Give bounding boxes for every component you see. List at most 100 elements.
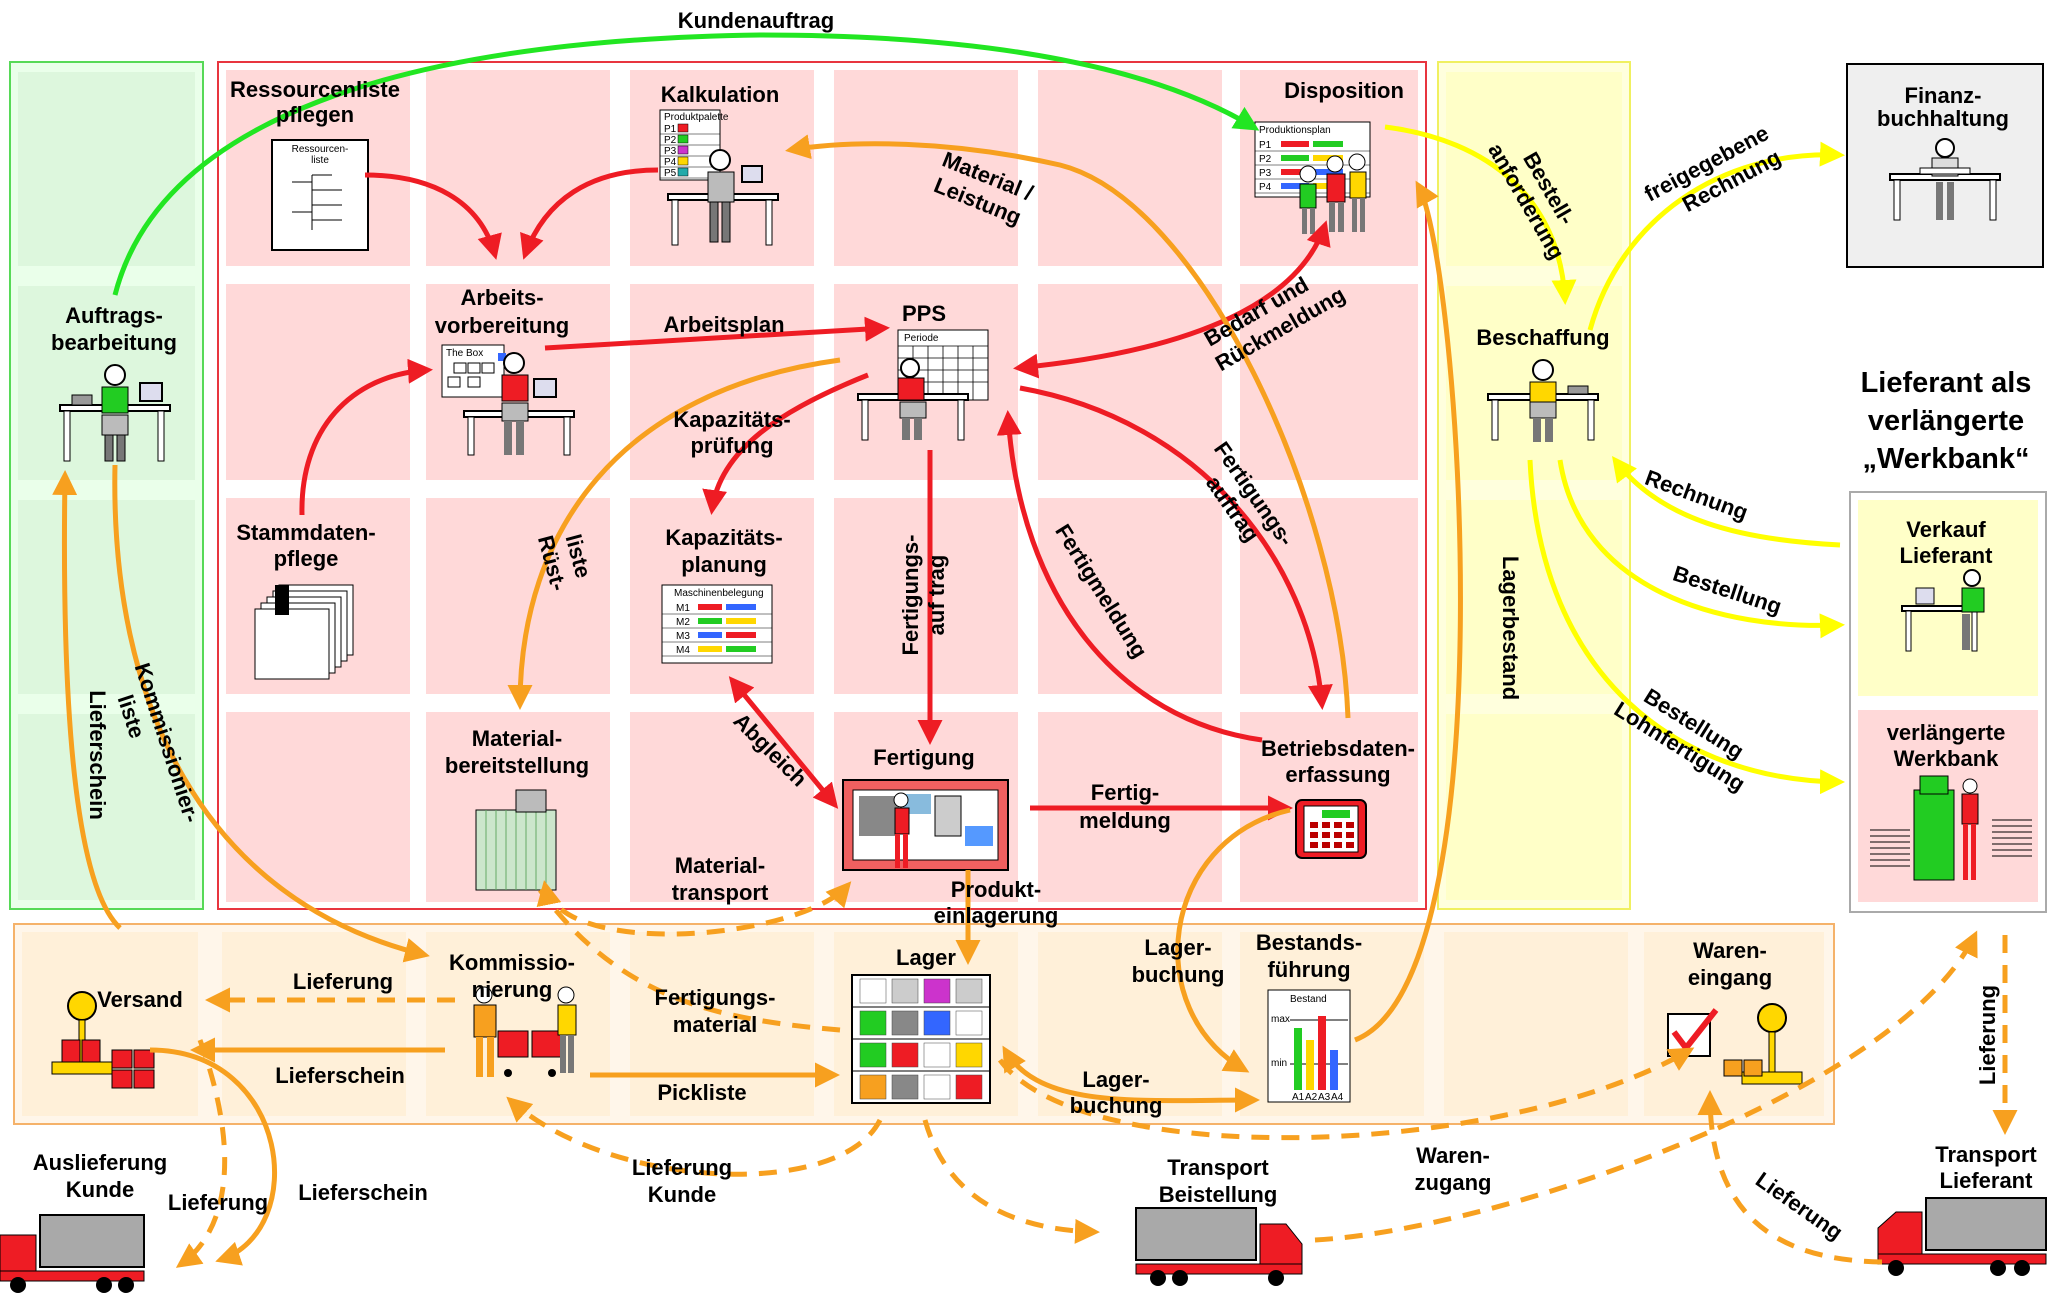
svg-text:P2: P2: [664, 135, 677, 146]
flow-supplier-delivery-vert: Lieferung: [1975, 985, 2000, 1085]
flow-delivery-top: Lieferung: [293, 969, 393, 994]
work-plan-arrow: [544, 316, 890, 351]
svg-text:P3: P3: [664, 146, 677, 157]
flow-stock-booking-bottom-1: Lager-: [1082, 1067, 1149, 1092]
svg-text:A2: A2: [1305, 1092, 1318, 1103]
material-provision-label-2: bereitstellung: [445, 753, 589, 778]
supplier-sales-desk-icon: [1901, 569, 1985, 652]
supplier-title-3: „Werkbank“: [1862, 443, 2029, 475]
invoice-arrow: [1611, 456, 1841, 548]
work-prep-label-2: vorbereitung: [435, 313, 569, 338]
order-processing-label: Auftrags-: [65, 303, 163, 328]
delivery-note-bottom-arrow: [149, 1047, 277, 1266]
flow-goods-arrival-2: zugang: [1415, 1170, 1492, 1195]
master-data-cards-icon: [254, 584, 354, 680]
goods-receipt-scale-icon: [1723, 1003, 1803, 1085]
flow-prod-material-1: Fertigungs-: [655, 985, 776, 1010]
transport-supplier-label: Transport: [1935, 1142, 2037, 1167]
svg-text:M3: M3: [676, 631, 690, 642]
approved-invoice-arrow: [1587, 141, 1845, 331]
goods-receipt-label: Waren-: [1693, 938, 1767, 963]
flow-delivery-note-mid: Lieferschein: [275, 1063, 405, 1088]
master-data-label-2: pflege: [274, 546, 339, 571]
flow-prod-order-mid-2: auf trag: [924, 555, 949, 636]
truck-to-receipt-arrow: [1314, 930, 1978, 1243]
production-order-right-arrow: [1019, 385, 1333, 710]
picking-workers-icon: [473, 986, 577, 1077]
manufacturing-label: Fertigung: [873, 745, 974, 770]
pps-icon: Periode: [857, 329, 989, 441]
flow-delivery-bottom-left: Lieferung: [168, 1190, 268, 1215]
resource-list-icon: Ressourcen- liste: [271, 139, 369, 251]
material-service-arrow: [785, 134, 1351, 719]
material-transport-arrow: [536, 880, 852, 937]
production-material-arrow: [537, 888, 841, 1033]
work-prep-label: Arbeits-: [460, 285, 543, 310]
flow-pick-list: Pickliste: [657, 1080, 746, 1105]
supplier-delivery-diag-arrow: [1697, 1090, 1883, 1265]
disposition-label: Disposition: [1284, 78, 1404, 103]
capacity-check-arrow: [702, 372, 869, 515]
shipping-label: Versand: [97, 987, 183, 1012]
flow-material-transport-2: transport: [672, 880, 769, 905]
setup-list-arrow: [507, 357, 841, 710]
svg-text:P5: P5: [664, 168, 677, 179]
flow-capacity-check-1: Kapazitäts-: [673, 407, 790, 432]
picking-label: Kommissio-: [449, 950, 575, 975]
goods-receipt-label-2: eingang: [1688, 965, 1772, 990]
purchase-requisition-arrow: [1384, 124, 1577, 305]
flow-product-storage-1: Produkt-: [951, 877, 1041, 902]
demand-feedback-arrow: [1013, 220, 1331, 379]
accountant-icon: [1889, 138, 2001, 221]
svg-text:A1: A1: [1292, 1092, 1305, 1103]
svg-text:Maschinenbelegung: Maschinenbelegung: [674, 588, 764, 599]
capacity-planning-label: Kapazitäts-: [665, 525, 782, 550]
goods-receipt-check-icon: [1667, 1008, 1719, 1057]
supplier-truck-icon: [1877, 1197, 2047, 1276]
order-subcontract-arrow: [1527, 459, 1845, 795]
flow-invoice: Rechnung: [1642, 465, 1752, 525]
flow-stock-booking-top-1: Lager-: [1144, 935, 1211, 960]
flow-delivery-note-bottom-left: Lieferschein: [298, 1180, 428, 1205]
extended-workbench-icon: [1870, 775, 2032, 881]
node-labels: Auftrags- bearbeitung Ressourcenliste pf…: [33, 77, 2038, 1207]
flow-customer-order: Kundenauftrag: [678, 8, 834, 33]
flow-delivery-customer-1: Lieferung: [632, 1155, 732, 1180]
master-data-label: Stammdaten-: [236, 520, 375, 545]
flow-delivery-note-left: Lieferschein: [85, 690, 110, 820]
finance-label-2: buchhaltung: [1877, 106, 2009, 131]
manufacturing-machine-icon: [842, 779, 1009, 871]
delivery-bottom-left-arrow: [175, 1039, 228, 1268]
flow-completion-2: meldung: [1079, 808, 1171, 833]
resource-list-label-2: pflegen: [276, 102, 354, 127]
flow-delivery-customer-2: Kunde: [648, 1182, 716, 1207]
resource-list-label: Ressourcenliste: [230, 77, 400, 102]
person-desk-icon: [59, 364, 171, 462]
shipping-scale-icon: [51, 991, 155, 1089]
svg-text:P1: P1: [664, 124, 677, 135]
stock-mgmt-label-2: führung: [1267, 957, 1350, 982]
svg-text:max: max: [1271, 1014, 1290, 1025]
delivery-note-left-arrow: [52, 470, 122, 930]
svg-text:A3: A3: [1318, 1092, 1331, 1103]
material-rack-icon: [475, 789, 557, 891]
customer-delivery-label: Auslieferung: [33, 1150, 167, 1175]
flow-prod-order-mid-1: Fertigungs-: [898, 535, 923, 656]
stock-booking-bottom-arrow: [1002, 1045, 1260, 1113]
svg-text:P4: P4: [664, 157, 677, 168]
procurement-label: Beschaffung: [1476, 325, 1609, 350]
workbench-label: verlängerte: [1887, 720, 2006, 745]
flow-stock-booking-bottom-2: buchung: [1070, 1093, 1163, 1118]
order-arrow: [1557, 459, 1845, 639]
work-preparation-icon: The Box: [441, 344, 575, 456]
picking-list-left-arrow: [112, 464, 430, 963]
svg-text:P4: P4: [1259, 182, 1272, 193]
material-provision-label: Material-: [472, 726, 562, 751]
finance-label: Finanz-: [1905, 83, 1982, 108]
svg-text:M1: M1: [676, 603, 690, 614]
alignment-arrow: [728, 676, 839, 809]
warehouse-shelf-icon: [851, 974, 991, 1104]
stock-mgmt-label: Bestands-: [1256, 930, 1362, 955]
